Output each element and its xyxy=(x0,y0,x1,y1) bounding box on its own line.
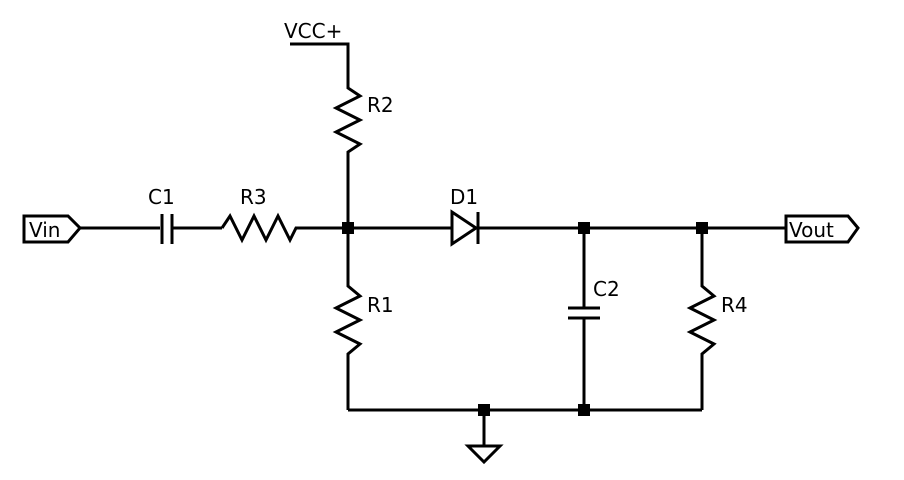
r4-label: R4 xyxy=(721,293,748,317)
vout-port-shape xyxy=(784,214,860,244)
ground-triangle xyxy=(464,444,504,465)
resistor-r3: R3 xyxy=(220,185,348,244)
r3-symbol xyxy=(220,212,348,244)
r2-label: R2 xyxy=(367,93,394,117)
resistor-r1: R1 xyxy=(332,228,394,410)
vin-port-shape xyxy=(22,214,83,244)
vin-label: Vin xyxy=(29,218,60,242)
ground-symbol xyxy=(464,410,504,465)
capacitor-c2: C2 xyxy=(568,228,620,410)
vcc-label: VCC+ xyxy=(284,19,342,43)
r1-label: R1 xyxy=(367,293,394,317)
r1-symbol xyxy=(332,228,364,410)
vcc-wire xyxy=(290,42,350,82)
junction-dot xyxy=(342,222,354,234)
junction-dot xyxy=(696,222,708,234)
r2-symbol xyxy=(332,82,364,228)
d1-label: D1 xyxy=(450,185,478,209)
c1-label: C1 xyxy=(148,185,175,209)
d1-triangle xyxy=(450,209,479,247)
vout-port: Vout xyxy=(784,214,860,244)
vout-label: Vout xyxy=(789,218,834,242)
capacitor-c1: C1 xyxy=(148,185,222,244)
r3-label: R3 xyxy=(240,185,267,209)
resistor-r4: R4 xyxy=(686,228,748,410)
junction-dot xyxy=(478,404,490,416)
junction-dot xyxy=(578,404,590,416)
diode-d1: D1 xyxy=(450,185,480,247)
c2-label: C2 xyxy=(593,277,620,301)
r4-symbol xyxy=(686,228,718,410)
resistor-r2: R2 xyxy=(332,82,394,228)
vcc-supply: VCC+ xyxy=(284,19,350,82)
vin-port: Vin xyxy=(22,214,160,244)
junction-dot xyxy=(578,222,590,234)
